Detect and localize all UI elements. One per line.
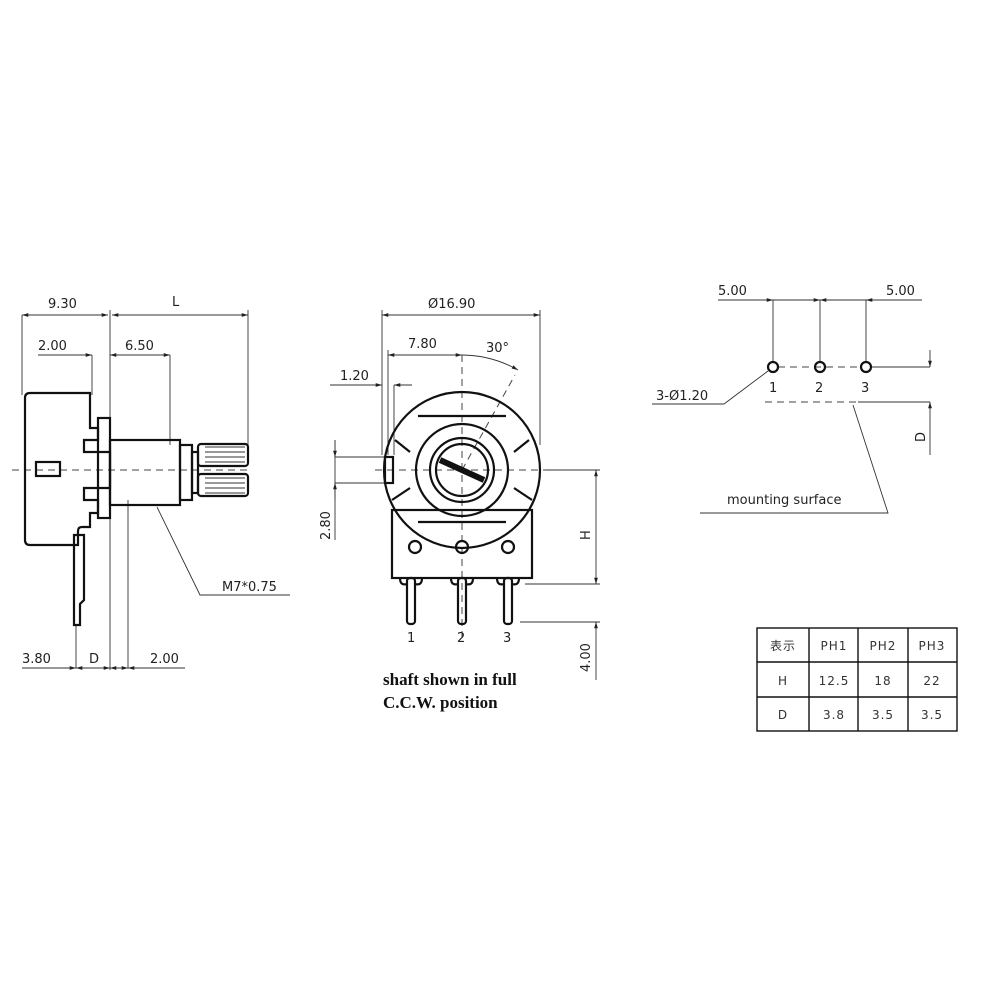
dim-h: H bbox=[579, 530, 594, 540]
dim-body-length: 9.30 bbox=[48, 297, 77, 312]
table-header-label: 表示 bbox=[770, 639, 796, 653]
thread-label: M7*0.75 bbox=[222, 580, 277, 595]
mounting-surface-label: mounting surface bbox=[727, 493, 841, 508]
note-line-1: shaft shown in full bbox=[383, 670, 517, 689]
pcb-pin-3: 3 bbox=[861, 381, 869, 396]
table-cell: 18 bbox=[874, 674, 891, 688]
dim-pin: 3.80 bbox=[22, 652, 51, 667]
dim-tab: 1.20 bbox=[340, 369, 369, 384]
dim-thread: 2.00 bbox=[150, 652, 179, 667]
dim-tab-height: 2.80 bbox=[319, 511, 334, 540]
pin-label-1: 1 bbox=[407, 631, 415, 646]
side-view: 9.30 L 2.00 6.50 3.80 D 2.00 M7*0.75 bbox=[12, 295, 290, 670]
table-header-ph1: PH1 bbox=[821, 639, 848, 653]
pitch-right: 5.00 bbox=[886, 284, 915, 299]
pcb-pin-1: 1 bbox=[769, 381, 777, 396]
pcb-layout: 5.00 5.00 3-Ø1.20 1 2 3 D mounting surfa… bbox=[652, 284, 932, 514]
pin-label-3: 3 bbox=[503, 631, 511, 646]
table-cell: D bbox=[778, 708, 788, 722]
table-cell: 12.5 bbox=[819, 674, 850, 688]
side-body bbox=[23, 391, 250, 627]
dim-pin-length: 4.00 bbox=[579, 643, 594, 672]
table-header-ph2: PH2 bbox=[870, 639, 897, 653]
table-cell: 3.8 bbox=[823, 708, 845, 722]
table-cell: 3.5 bbox=[872, 708, 894, 722]
dim-bushing: 6.50 bbox=[125, 339, 154, 354]
table-cell: H bbox=[778, 674, 788, 688]
front-body bbox=[382, 390, 542, 626]
spec-table: 表示 PH1 PH2 PH3 H 12.5 18 22 D 3.8 3.5 3.… bbox=[756, 627, 958, 732]
pcb-pin-2: 2 bbox=[815, 381, 823, 396]
pitch-left: 5.00 bbox=[718, 284, 747, 299]
pin-label-2: 2 bbox=[457, 631, 465, 646]
table-header-ph3: PH3 bbox=[919, 639, 946, 653]
dim-shaft-length: L bbox=[172, 295, 180, 310]
dim-angle: 30° bbox=[486, 341, 509, 356]
note-line-2: C.C.W. position bbox=[383, 693, 498, 712]
table-cell: 3.5 bbox=[921, 708, 943, 722]
front-view: Ø16.90 7.80 30° 1.20 2.80 H 4.00 1 2 3 s… bbox=[319, 297, 600, 712]
pcb-dim-d: D bbox=[914, 432, 929, 442]
dim-flange: 2.00 bbox=[38, 339, 67, 354]
dim-d: D bbox=[89, 652, 99, 667]
table-cell: 22 bbox=[923, 674, 940, 688]
dim-offset: 7.80 bbox=[408, 337, 437, 352]
hole-label: 3-Ø1.20 bbox=[656, 389, 708, 404]
dim-diameter: Ø16.90 bbox=[428, 297, 475, 312]
